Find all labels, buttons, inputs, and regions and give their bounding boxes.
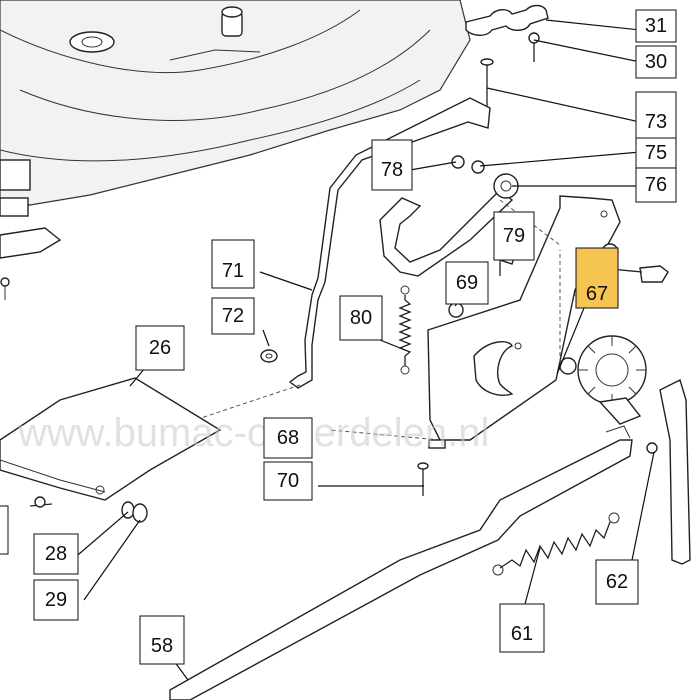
- spring-61: [492, 512, 620, 576]
- callout-61[interactable]: 61: [499, 603, 545, 653]
- callout-30[interactable]: 30: [635, 45, 677, 79]
- callout-partial-left: [0, 505, 9, 555]
- callout-70-label: 70: [277, 470, 299, 492]
- leader-lines: [71, 19, 655, 681]
- callout-68[interactable]: 68: [263, 417, 313, 459]
- callout-73[interactable]: 73: [635, 91, 677, 145]
- callout-28[interactable]: 28: [33, 533, 79, 575]
- callout-72-label: 72: [222, 305, 244, 327]
- callout-31[interactable]: 31: [635, 9, 677, 43]
- callout-70[interactable]: 70: [263, 461, 313, 501]
- left-side-parts: [0, 159, 62, 300]
- bolt-70: [417, 439, 446, 496]
- callout-67[interactable]: 67: [575, 247, 619, 309]
- callout-26[interactable]: 26: [135, 325, 185, 371]
- cover-plate-26: [0, 377, 222, 501]
- callout-75-label: 75: [645, 142, 667, 164]
- nut-72: [260, 349, 278, 363]
- callout-79-label: 79: [503, 225, 525, 247]
- star-gear: [577, 335, 647, 425]
- callout-68-label: 68: [277, 427, 299, 449]
- callout-61-label: 61: [511, 623, 533, 645]
- callout-71[interactable]: 71: [211, 239, 255, 289]
- callout-72[interactable]: 72: [211, 297, 255, 335]
- callout-62[interactable]: 62: [595, 559, 639, 605]
- right-rod-62: [646, 379, 691, 565]
- callout-76-label: 76: [645, 174, 667, 196]
- callout-78-label: 78: [381, 159, 403, 181]
- mower-deck: [0, 0, 471, 206]
- callout-69-label: 69: [456, 272, 478, 294]
- callout-30-label: 30: [645, 51, 667, 73]
- callout-29-label: 29: [45, 589, 67, 611]
- lever-hook-78: [379, 155, 519, 277]
- callout-75[interactable]: 75: [635, 137, 677, 169]
- callout-62-label: 62: [606, 571, 628, 593]
- callout-58-label: 58: [151, 635, 173, 657]
- callout-79[interactable]: 79: [493, 211, 535, 261]
- handle-bracket-71: [288, 97, 491, 389]
- long-rod-58: [169, 425, 633, 700]
- callout-80[interactable]: 80: [339, 295, 383, 341]
- callout-78[interactable]: 78: [371, 139, 413, 191]
- callout-28-label: 28: [45, 543, 67, 565]
- callout-80-label: 80: [350, 307, 372, 329]
- washers-28-29: [29, 496, 148, 523]
- callout-76[interactable]: 76: [635, 167, 677, 203]
- callout-29[interactable]: 29: [33, 579, 79, 621]
- callout-31-label: 31: [645, 15, 667, 37]
- watermark-text: www.bumac-onderdelen.nl: [17, 411, 489, 455]
- callout-73-label: 73: [645, 111, 667, 133]
- callout-67-label: 67: [586, 283, 608, 305]
- spring-80: [398, 285, 412, 375]
- callout-58[interactable]: 58: [139, 615, 185, 665]
- callout-69[interactable]: 69: [445, 261, 489, 305]
- callout-26-label: 26: [149, 337, 171, 359]
- callout-71-label: 71: [222, 260, 244, 282]
- clamp-and-bolt: [465, 4, 549, 110]
